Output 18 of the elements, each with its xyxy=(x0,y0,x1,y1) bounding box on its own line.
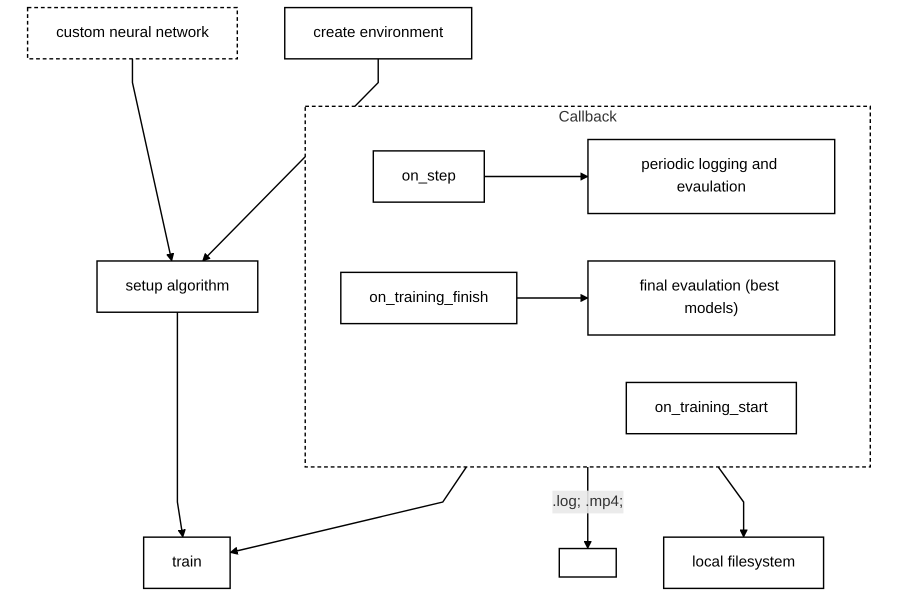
node-box: periodic logging and evaulation xyxy=(587,138,836,214)
edge-label: .log; .mp4; xyxy=(552,493,624,510)
node-box: on_training_start xyxy=(626,382,798,434)
node-box: local filesystem xyxy=(663,536,824,590)
arrow xyxy=(718,466,748,538)
node-box: final evaulation (best models) xyxy=(587,260,836,336)
node-box: on_training_finish xyxy=(340,272,518,324)
node-box: custom neural network xyxy=(26,6,238,60)
node-box: setup algorithm xyxy=(96,260,259,313)
node-box: create environment xyxy=(284,6,472,60)
arrow xyxy=(484,172,588,181)
arrow xyxy=(230,466,468,555)
node-box: on_step xyxy=(372,150,486,203)
arrow xyxy=(132,58,174,262)
arrow xyxy=(516,294,588,302)
node-box: train xyxy=(142,536,231,590)
node-box xyxy=(558,548,617,578)
arrow xyxy=(176,312,186,538)
